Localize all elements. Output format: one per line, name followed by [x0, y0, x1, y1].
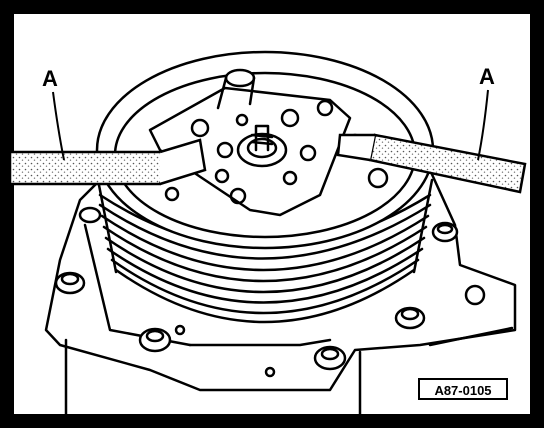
mounting-bolt — [138, 327, 172, 353]
figure-reference-code: A87-0105 — [418, 378, 508, 400]
mounting-bolt — [313, 345, 347, 371]
leader-line-left — [52, 91, 65, 161]
callout-label-a-left: A — [42, 66, 58, 91]
leader-line-right — [477, 89, 489, 161]
pipe-fitting — [216, 68, 256, 110]
shaft-nut — [236, 124, 288, 168]
compressor-housing — [44, 163, 517, 392]
mounting-bolt — [394, 306, 426, 330]
callout-label-a-right: A — [479, 64, 495, 89]
mounting-bolt — [431, 221, 459, 243]
mounting-bolt — [78, 206, 102, 224]
lever-rod-left — [8, 138, 207, 186]
mounting-bolt — [54, 271, 86, 295]
lever-rod-right — [336, 133, 527, 194]
